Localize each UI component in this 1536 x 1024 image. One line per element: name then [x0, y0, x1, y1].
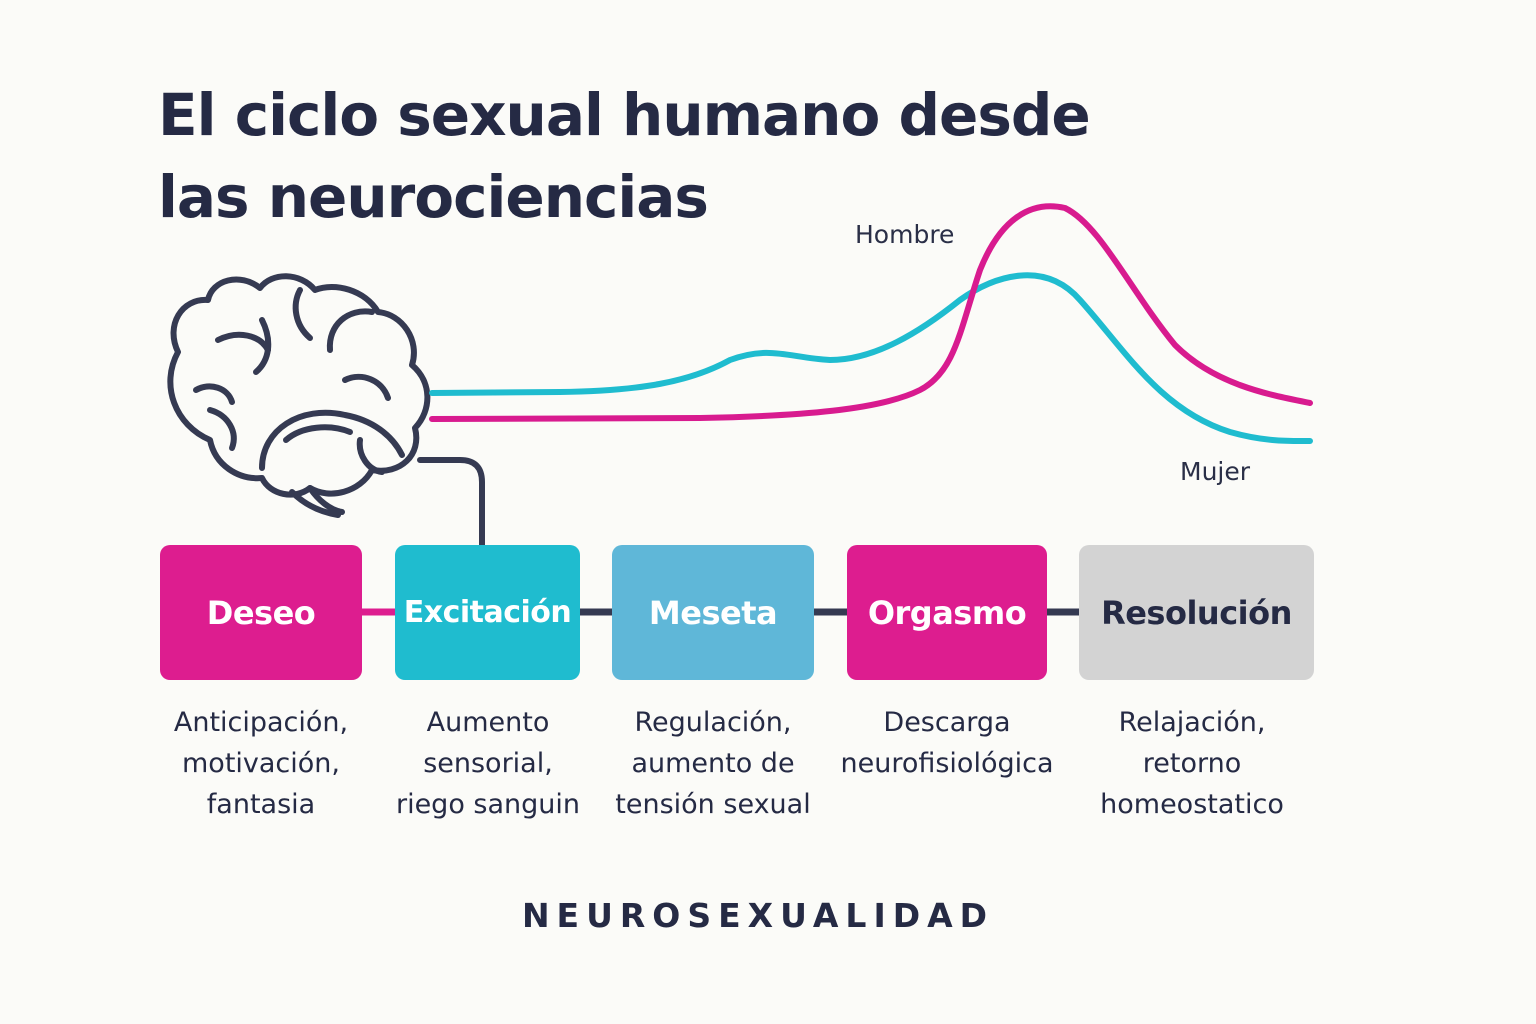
page-title: El ciclo sexual humano desde las neuroci… — [158, 74, 1258, 238]
description-line: Relajación, — [1118, 707, 1266, 738]
description-line: fantasia — [206, 789, 316, 820]
description-line: Aumento — [426, 707, 550, 738]
description-line: Regulación, — [634, 707, 792, 738]
description-line: neurofisiológica — [840, 748, 1054, 779]
stage-description-resolucion: Relajación, retorno homeostatico — [1072, 702, 1312, 825]
brain-stem-connector — [417, 457, 485, 548]
description-line: aumento de — [631, 748, 795, 779]
stage-label-excitacion: Excitación — [403, 595, 572, 630]
description-line: Descarga — [883, 707, 1011, 738]
description-line: Anticipación, — [173, 707, 349, 738]
stage-description-orgasmo: Descarga neurofisiológica — [826, 702, 1068, 784]
stage-box-deseo: Deseo — [160, 545, 362, 680]
brain-icon — [167, 273, 431, 518]
stage-description-excitacion: Aumento sensorial, riego sanguin — [377, 702, 599, 825]
description-line: motivación, — [182, 748, 340, 779]
hombre-curve — [429, 203, 1313, 422]
stage-label-resolucion: Resolución — [1101, 593, 1292, 632]
stage-box-meseta: Meseta — [612, 545, 814, 680]
stage-label-orgasmo: Orgasmo — [867, 593, 1027, 632]
mujer-curve-label: Mujer — [1180, 457, 1251, 486]
description-line: homeostatico — [1100, 789, 1284, 820]
description-line: sensorial, — [423, 748, 553, 779]
hombre-curve-label: Hombre — [855, 220, 955, 249]
footer-brand: NEUROSEXUALIDAD — [521, 896, 995, 935]
description-line: riego sanguin — [395, 789, 581, 820]
stage-label-deseo: Deseo — [206, 593, 316, 632]
stage-description-meseta: Regulación, aumento de tensión sexual — [598, 702, 828, 825]
description-line: tensión sexual — [615, 789, 811, 820]
stage-description-deseo: Anticipación, motivación, fantasia — [140, 702, 382, 825]
title-line-2: las neurociencias — [158, 163, 709, 231]
stage-box-resolucion: Resolución — [1079, 545, 1314, 680]
stage-box-orgasmo: Orgasmo — [847, 545, 1047, 680]
stage-label-meseta: Meseta — [648, 593, 778, 632]
title-line-1: El ciclo sexual humano desde — [158, 81, 1091, 149]
stage-box-excitacion: Excitación — [395, 545, 580, 680]
mujer-curve — [429, 272, 1313, 445]
description-line: retorno — [1142, 748, 1242, 779]
